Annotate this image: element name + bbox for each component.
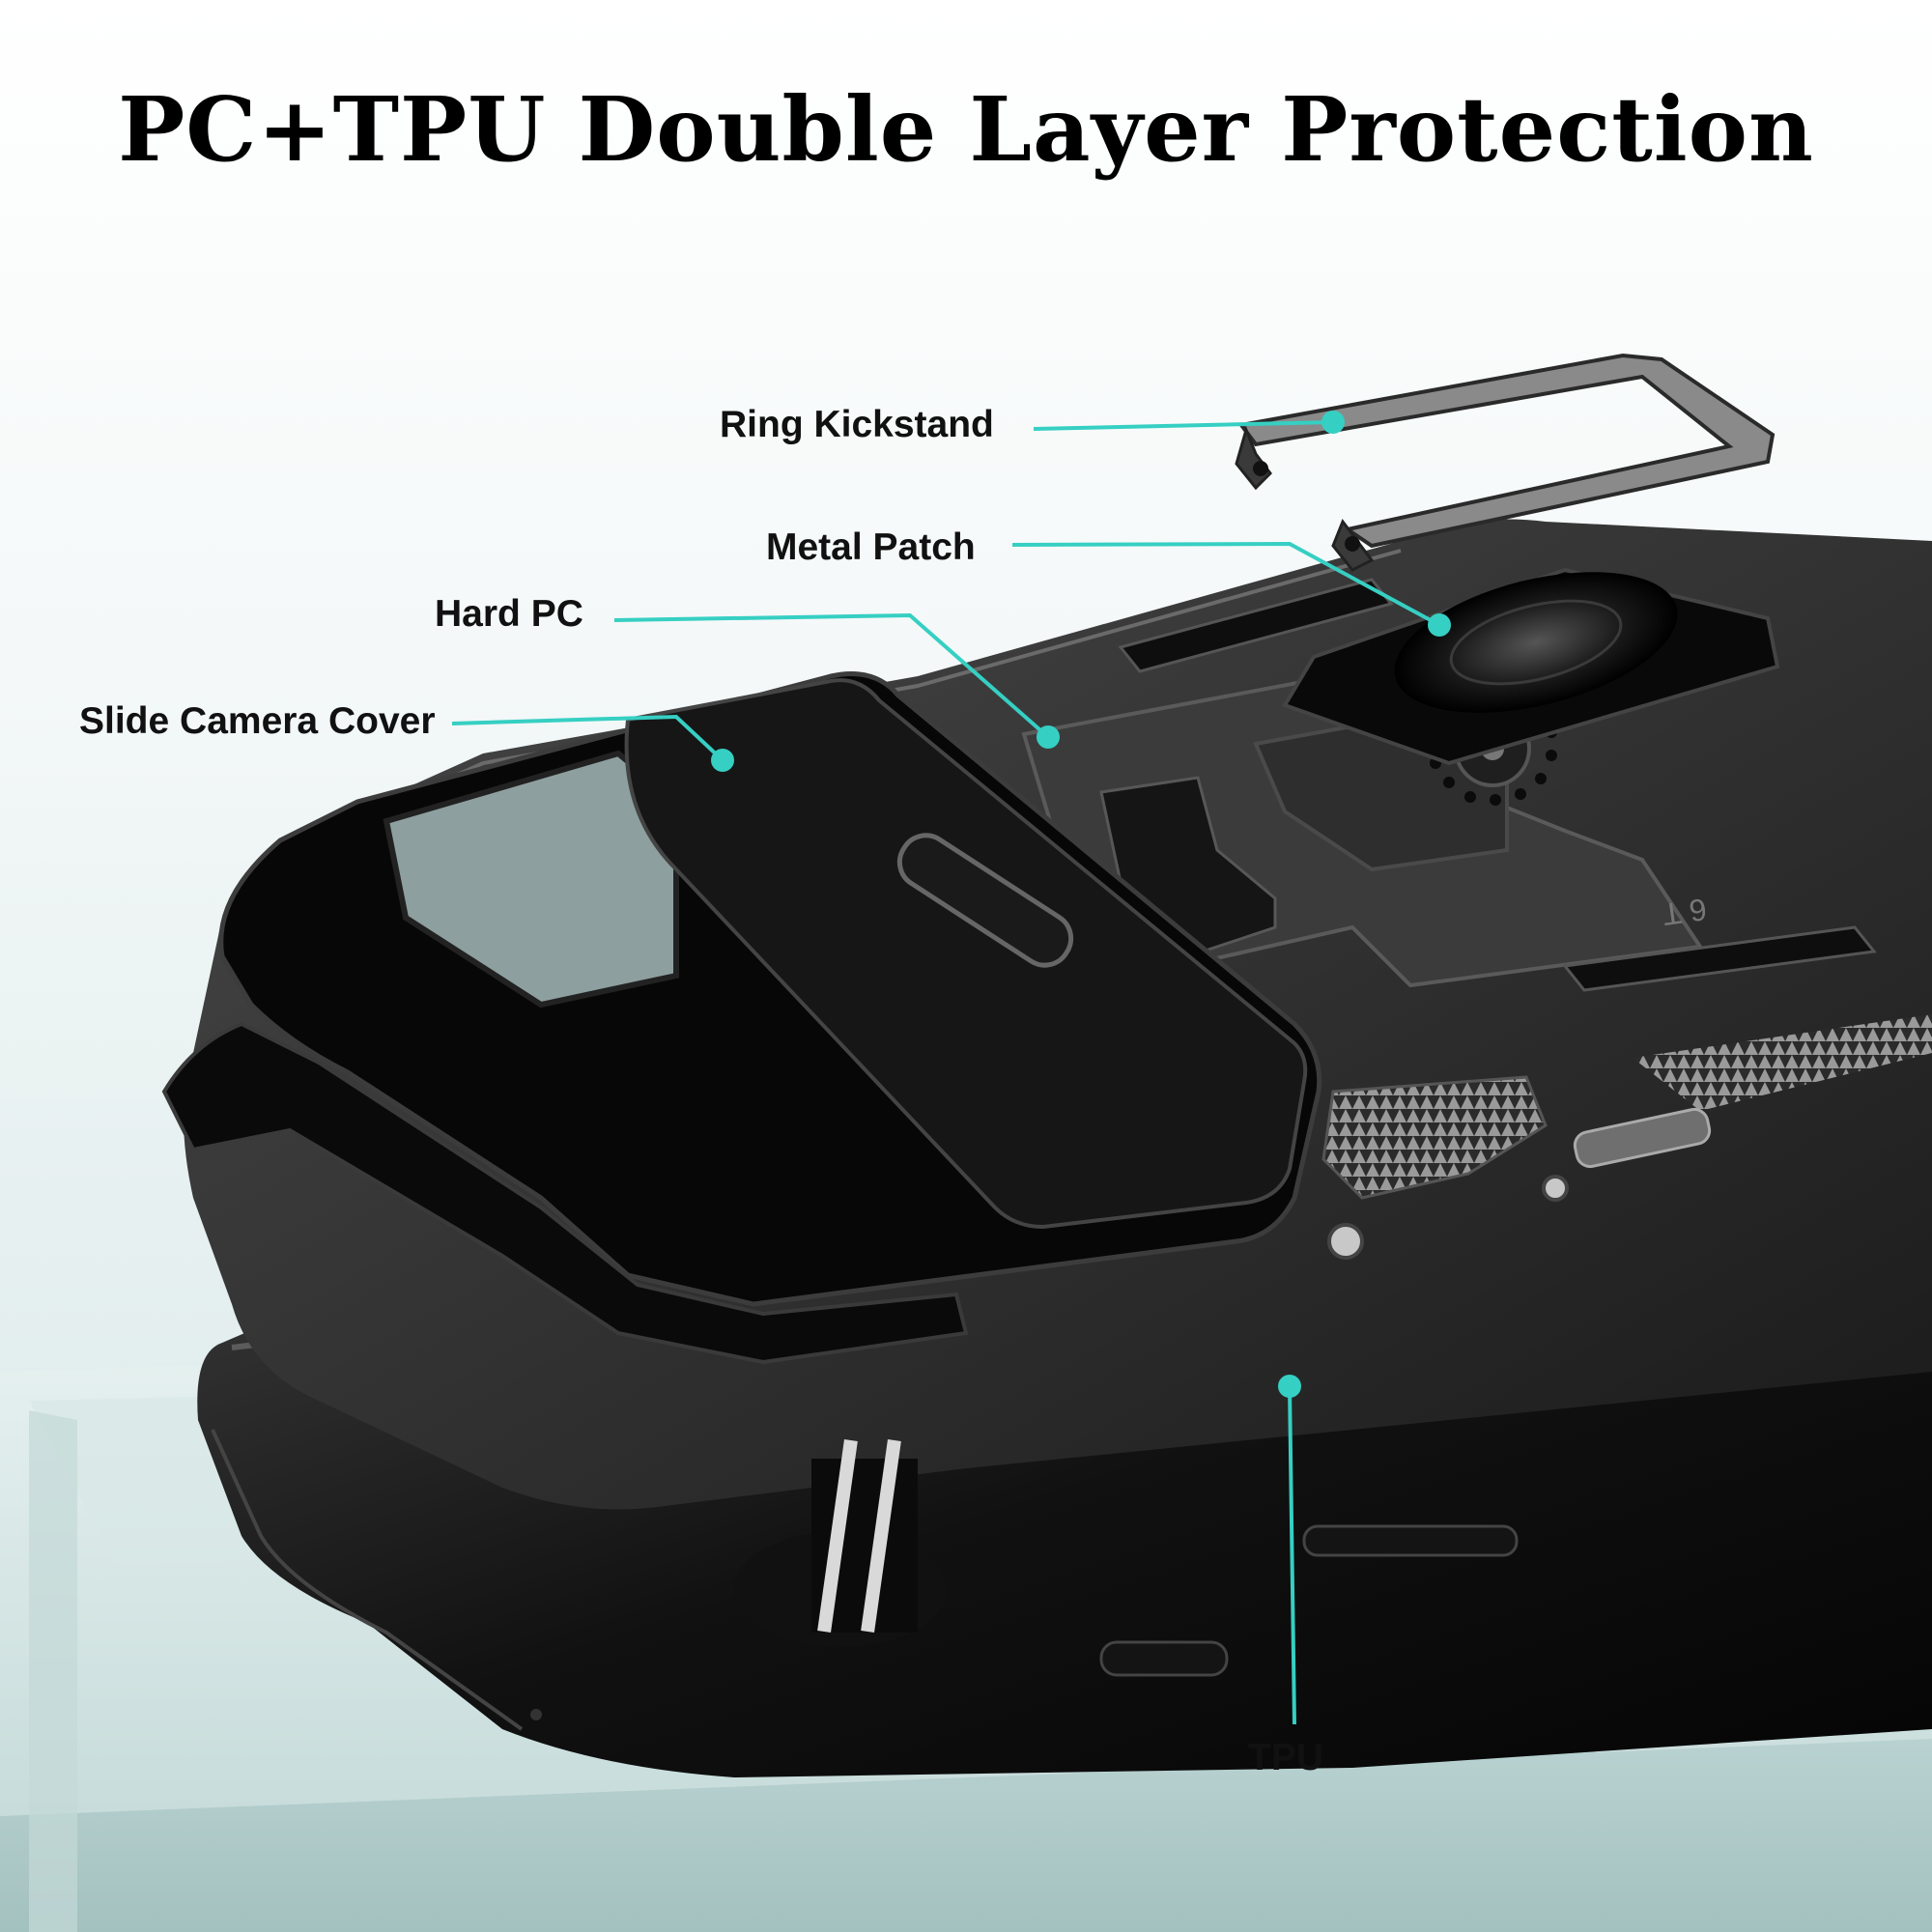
grip-texture [1321, 1075, 1548, 1200]
callout-dot-ring-kickstand [1321, 411, 1345, 434]
callout-line-slide-camera-cover [451, 714, 724, 762]
callout-dot-slide-camera-cover [711, 749, 734, 772]
callout-dot-tpu [1278, 1375, 1301, 1398]
slide-cover-plate [624, 678, 1308, 1230]
callout-dot-metal-patch [1428, 613, 1451, 637]
slider-tab [896, 833, 1074, 968]
label-slide-camera-cover: Slide Camera Cover [79, 700, 436, 742]
callout-line-metal-patch [1011, 541, 1440, 627]
metal-patch [1282, 567, 1780, 766]
callout-dots [711, 411, 1451, 1398]
callout-lines [451, 420, 1440, 1725]
callout-line-tpu [1288, 1385, 1296, 1725]
page-title: PC+TPU Double Layer Protection [118, 77, 1814, 182]
slide-camera-cover-frame [161, 671, 1322, 1634]
label-ring-kickstand: Ring Kickstand [720, 404, 994, 445]
ring-kickstand [1235, 353, 1776, 572]
label-tpu: TPU [1248, 1737, 1323, 1778]
callout-dot-hard-pc [1037, 725, 1060, 749]
callout-line-ring-kickstand [1033, 420, 1334, 431]
label-metal-patch: Metal Patch [766, 526, 976, 568]
callout-line-hard-pc [613, 612, 1050, 739]
svg-text:6 T: 6 T [1661, 892, 1709, 932]
label-hard-pc: Hard PC [435, 593, 583, 635]
